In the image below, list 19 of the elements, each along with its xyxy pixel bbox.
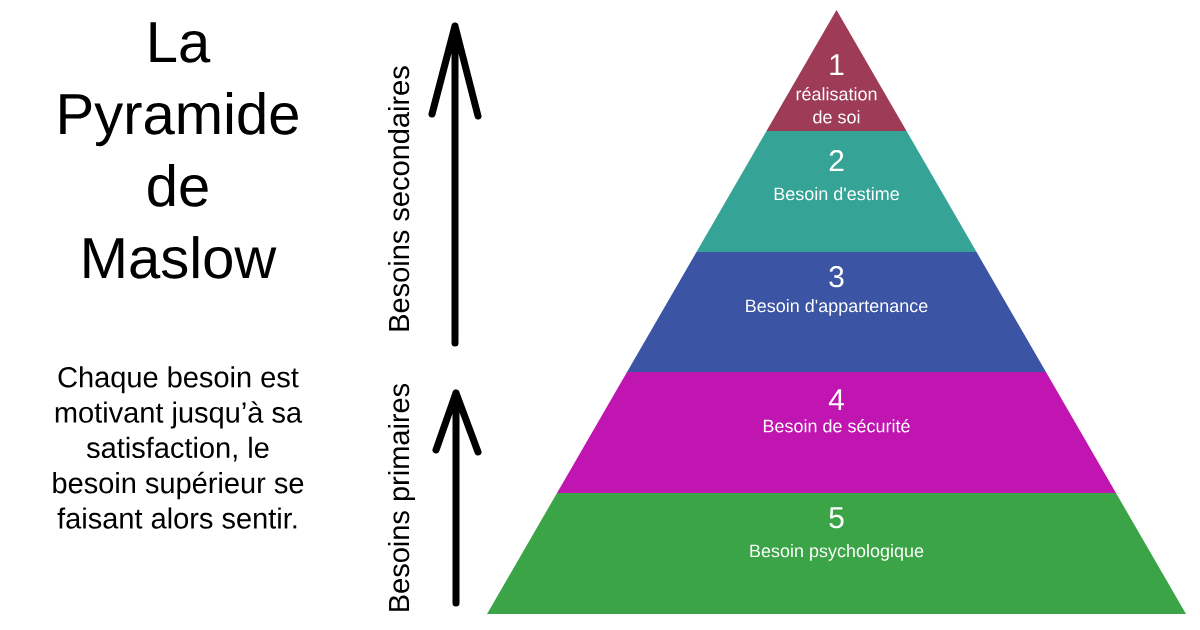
tier-label: Besoin d'estime [774,187,899,201]
tier-number: 5 [829,507,844,529]
pyramid-tier [766,10,907,131]
tier-number: 3 [829,266,844,288]
pyramid-tier [627,252,1046,372]
title: La Pyramide de Maslow [60,22,298,279]
description-text: Chaque besoin est motivant jusqu’à sa satisfaction, le besoin supérieur se faisant alors sentir. [53,366,304,529]
tier-number: 4 [828,389,844,410]
tier-label: Besoin de sécurité [763,419,910,433]
arrow-label: Besoins secondaires [388,66,410,331]
tier-label: Besoin d'appartenance [746,299,928,316]
pyramid-tier [557,372,1116,493]
arrow-label: Besoins primaires [388,383,416,611]
tier-number: 2 [829,150,844,171]
tier-number: 1 [830,54,844,75]
pyramid-tier [696,131,977,252]
tier-label: Besoin psychologique [750,544,924,561]
pyramid-tier [487,493,1186,614]
tier-label: réalisation de soi [796,87,877,124]
